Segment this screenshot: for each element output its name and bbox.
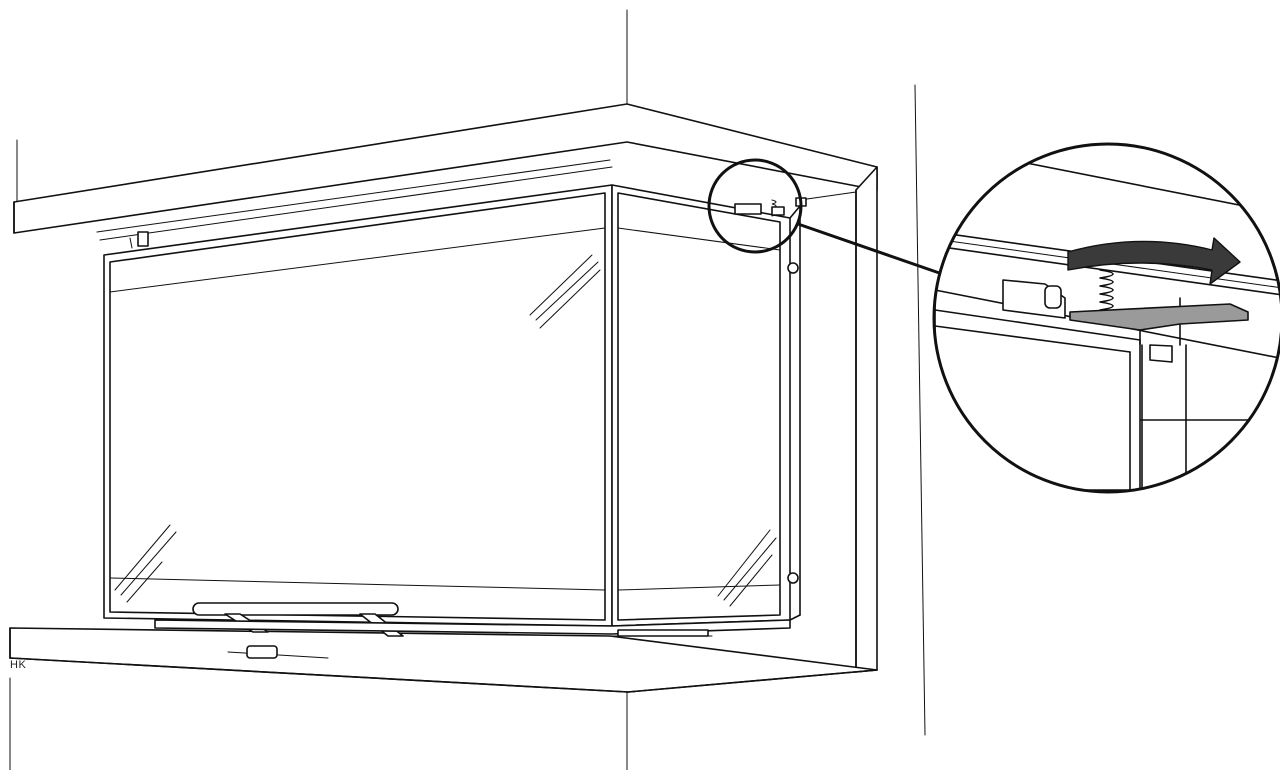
glass-box-side [611,184,801,627]
hinge-block-left [137,231,149,247]
niche-side-panel [799,166,878,673]
hinge-lever [734,203,762,215]
hinge-clip [771,206,785,216]
stopper-knob [246,645,278,659]
glass-reflections [114,254,777,607]
detail-leader-line [796,222,950,278]
fixing-screw-top [787,262,799,274]
detail-view [932,142,1280,494]
corner-mark: HK [10,659,27,671]
glass-box-front [103,184,613,627]
bottom-rail [154,619,791,637]
detail-spring [1099,269,1114,311]
hinge-mechanism [734,197,807,217]
hinge-highlight-circle [707,158,803,254]
niche-bottom-panel [9,627,878,693]
wall-lines [9,9,926,770]
detail-lever [1069,303,1249,331]
rotate-arrow-icon [1067,237,1241,285]
fixing-screw-bottom [787,572,799,584]
